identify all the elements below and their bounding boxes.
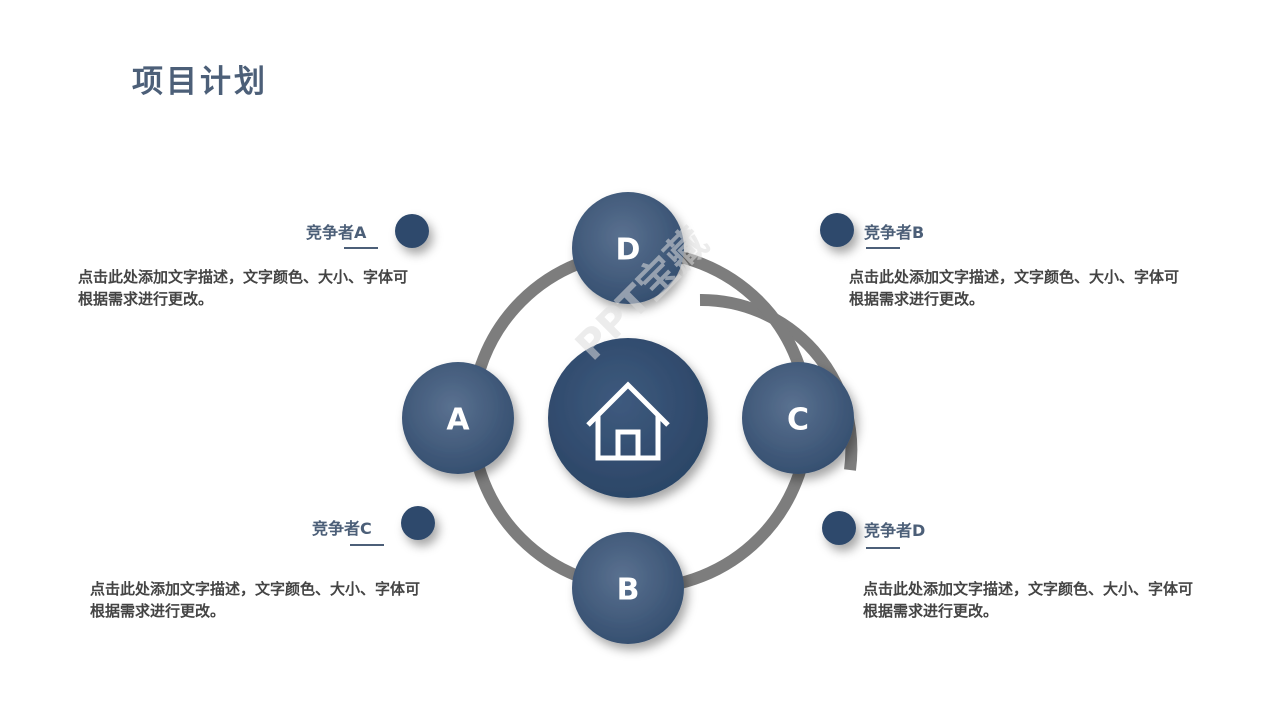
competitor-a-underline <box>344 247 378 249</box>
page-title: 项目计划 <box>132 64 268 100</box>
node-b-letter: B <box>617 573 640 608</box>
competitor-c-desc: 点击此处添加文字描述，文字颜色、大小、字体可根据需求进行更改。 <box>90 580 421 620</box>
competitor-b-underline <box>866 247 900 249</box>
node-b <box>572 532 684 644</box>
dot-a <box>395 214 429 248</box>
node-c-letter: C <box>787 403 809 438</box>
competitor-b-desc: 点击此处添加文字描述，文字颜色、大小、字体可根据需求进行更改。 <box>849 268 1180 308</box>
node-c <box>742 362 854 474</box>
dot-b <box>820 213 854 247</box>
house-icon <box>586 381 670 461</box>
competitor-b-label: 竞争者B <box>864 223 925 242</box>
competitor-a-label: 竞争者A <box>306 223 367 242</box>
competitor-d-label: 竞争者D <box>864 521 926 540</box>
node-d <box>572 192 684 304</box>
competitor-c-label: 竞争者C <box>312 519 372 538</box>
competitor-c-underline <box>350 544 384 546</box>
competitor-d-underline <box>866 547 900 549</box>
dot-d <box>822 511 856 545</box>
center-circle <box>548 338 708 498</box>
node-d-letter: D <box>616 233 641 268</box>
node-a-letter: A <box>446 403 470 438</box>
competitor-a-desc: 点击此处添加文字描述，文字颜色、大小、字体可根据需求进行更改。 <box>78 268 409 308</box>
node-a <box>402 362 514 474</box>
competitor-d-desc: 点击此处添加文字描述，文字颜色、大小、字体可根据需求进行更改。 <box>863 580 1194 620</box>
dot-c <box>401 506 435 540</box>
